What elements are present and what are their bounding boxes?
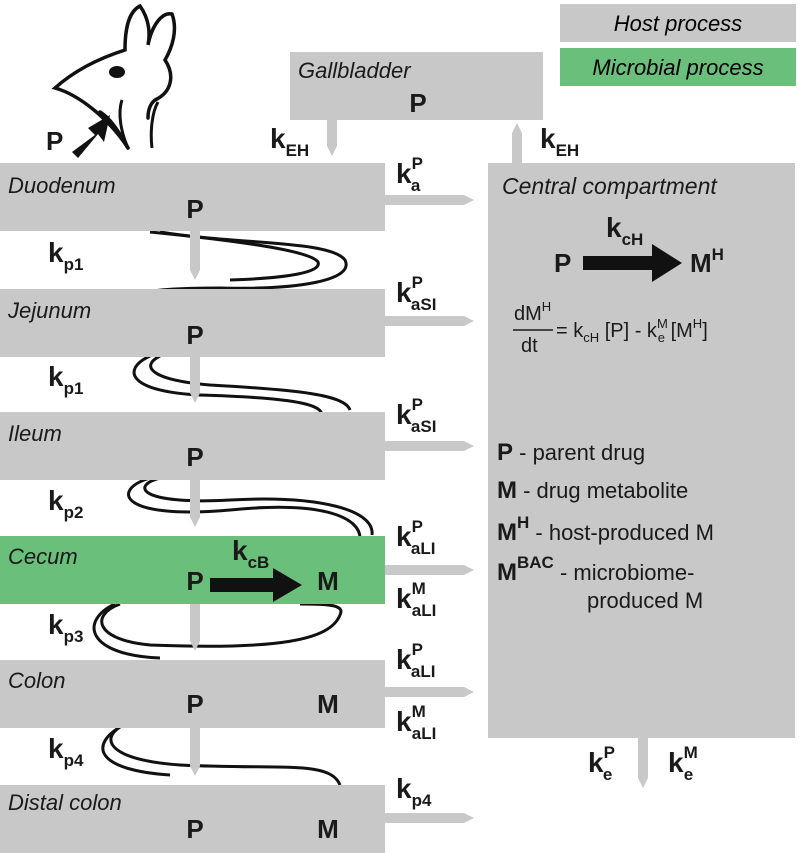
ode-numerator: dMH	[514, 299, 551, 325]
distal-colon-box	[0, 785, 385, 853]
duodenum-label: Duodenum	[8, 173, 116, 198]
key-microbiome-produced: MBAC - microbiome-	[497, 553, 694, 586]
legend-microbial-label: Microbial process	[592, 55, 763, 80]
colon-box	[0, 660, 385, 728]
legend-host-swatch	[560, 4, 796, 42]
rodent-head-icon	[51, 3, 177, 150]
oral-dose-arrow	[72, 115, 110, 158]
rate-kEH-left: kEH	[270, 123, 309, 160]
ode-denominator: dt	[521, 335, 538, 357]
microbial-conversion-arrow	[210, 568, 302, 602]
legend-microbial-swatch	[560, 48, 796, 86]
cecum-label: Cecum	[8, 544, 78, 569]
duodenum-parent: P	[186, 194, 203, 224]
ileum-box	[0, 412, 385, 480]
rodent-eye-icon	[109, 66, 125, 78]
colon-parent: P	[186, 689, 203, 719]
central-compartment-label: Central compartment	[502, 173, 718, 199]
gallbladder-label: Gallbladder	[298, 58, 412, 83]
ileum-parent: P	[186, 442, 203, 472]
jejunum-parent: P	[186, 320, 203, 350]
distal-colon-metabolite: M	[317, 814, 339, 844]
rate-kEH-right: kEH	[540, 123, 579, 160]
cecum-box	[0, 536, 385, 604]
rate-kp3: kp3	[48, 609, 83, 646]
key-microbiome-produced-cont: produced M	[587, 588, 703, 613]
host-conversion-arrow	[583, 244, 682, 282]
rate-kcB: kcB	[232, 535, 269, 572]
distal-colon-parent: P	[186, 814, 203, 844]
duodenum-box	[0, 163, 385, 231]
key-parent-drug: P - parent drug	[497, 439, 645, 466]
distal-colon-label: Distal colon	[8, 790, 122, 815]
transit-arrows	[190, 120, 648, 788]
rate-kcH: kcH	[606, 212, 643, 249]
cecum-metabolite: M	[317, 566, 339, 596]
rate-kp4-colon: kp4	[48, 733, 84, 770]
rate-kp1-lower: kp1	[48, 361, 83, 398]
rate-kp4-distal: kp4	[396, 773, 432, 810]
jejunum-label: Jejunum	[7, 298, 91, 323]
key-host-produced: MH - host-produced M	[497, 513, 714, 546]
gallbladder-parent: P	[409, 88, 426, 118]
oral-dose-label: P	[46, 126, 63, 156]
legend-host-label: Host process	[614, 11, 742, 36]
central-host-metabolite: MH	[690, 245, 724, 278]
gallbladder-box	[290, 52, 543, 120]
ileum-label: Ileum	[8, 421, 62, 446]
absorption-arrows	[385, 195, 474, 823]
intestine-outline	[92, 99, 374, 786]
cecum-parent: P	[186, 566, 203, 596]
central-parent: P	[554, 248, 571, 278]
colon-metabolite: M	[317, 689, 339, 719]
rate-kp1-upper: kp1	[48, 237, 83, 274]
rate-kp2: kp2	[48, 485, 83, 522]
key-drug-metabolite: M - drug metabolite	[497, 477, 688, 504]
colon-label: Colon	[8, 668, 65, 693]
jejunum-box	[0, 289, 385, 357]
